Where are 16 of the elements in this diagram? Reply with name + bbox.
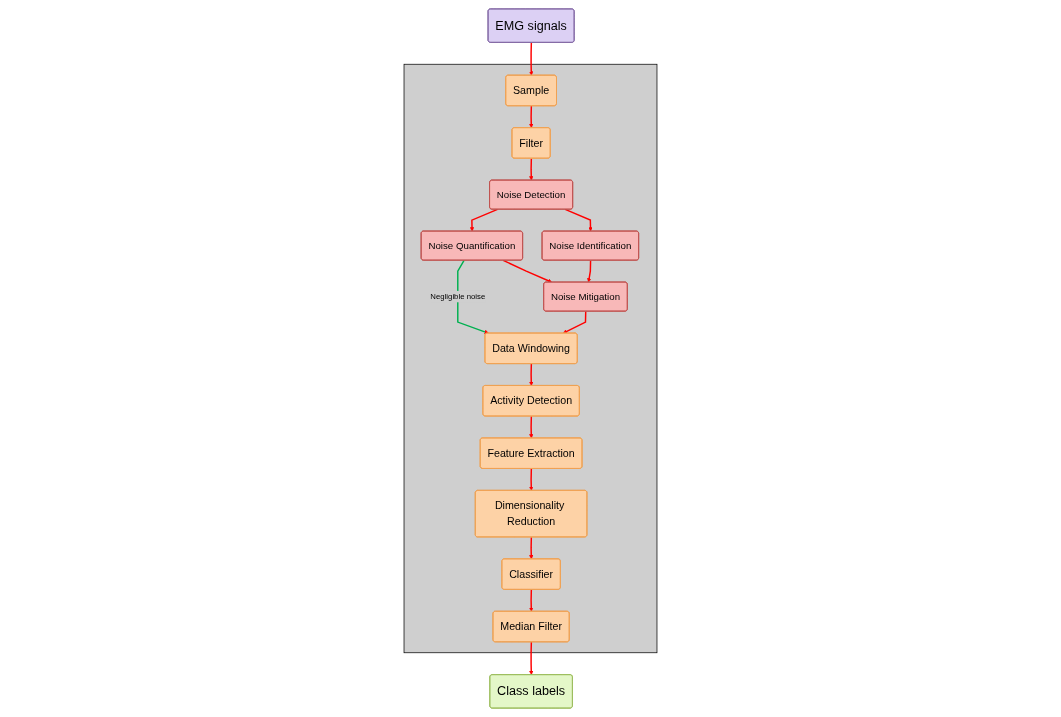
arrow xyxy=(587,259,592,283)
arrow xyxy=(529,536,534,560)
arrow xyxy=(502,259,553,283)
arrow xyxy=(529,105,534,129)
arrow xyxy=(529,588,534,612)
arrow xyxy=(562,310,587,334)
arrow xyxy=(529,641,534,676)
arrow xyxy=(529,363,534,386)
cluster xyxy=(403,63,658,654)
arrow xyxy=(529,41,534,76)
arrow xyxy=(457,259,489,334)
arrow xyxy=(529,415,534,439)
arrow xyxy=(469,208,499,232)
arrow xyxy=(564,208,593,232)
arrow xyxy=(529,157,534,181)
arrow xyxy=(529,468,534,491)
